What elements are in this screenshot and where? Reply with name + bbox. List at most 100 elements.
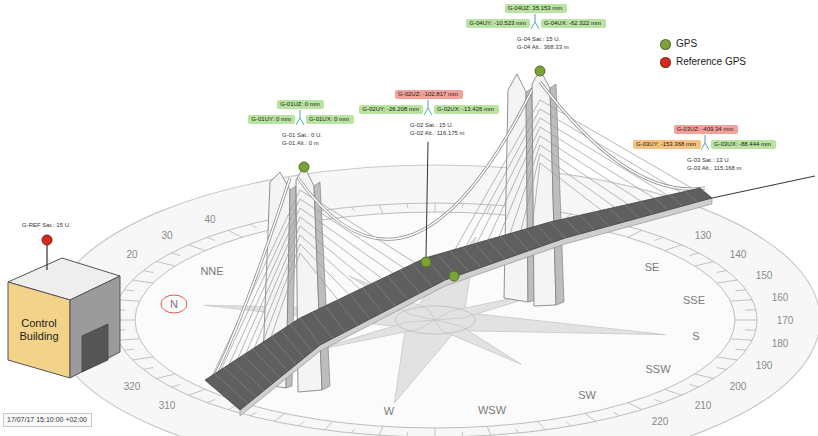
axis-z <box>428 100 429 108</box>
compass-tick <box>250 412 256 416</box>
axis-y <box>531 22 535 29</box>
stay-cable <box>300 235 360 289</box>
control-building <box>8 258 120 378</box>
deck-stripe <box>234 361 265 390</box>
stay-cable <box>532 163 540 227</box>
stay-cable <box>300 217 382 279</box>
compass-tick <box>745 309 756 310</box>
compass-tick <box>118 300 140 302</box>
node-text: G-04UZ: 35.153 mm <box>508 5 564 12</box>
deck-stripe <box>400 270 420 293</box>
gps-marker <box>299 162 309 172</box>
compass-direction: SW <box>578 389 597 401</box>
compass-centre-ring <box>395 306 475 334</box>
status-text: G-01 Sat.: 0 U. <box>282 132 324 139</box>
status-text: G-04 Sat.: 15 U. <box>517 36 562 43</box>
compass-tick <box>124 290 135 291</box>
compass-direction: SE <box>645 261 661 273</box>
deck-stripe <box>413 264 433 287</box>
compass-tick <box>406 432 408 436</box>
compass-degree: 170 <box>777 315 795 326</box>
compass-direction: N <box>170 298 179 310</box>
compass-tick <box>665 245 682 251</box>
compass-tick <box>143 271 153 273</box>
reference-gps <box>42 235 52 270</box>
deck-stripe <box>655 198 668 210</box>
deck-side <box>240 198 712 416</box>
deck-stripe <box>525 229 541 246</box>
stay-cable <box>540 118 668 195</box>
axis-z <box>535 14 536 22</box>
building-side <box>70 276 120 378</box>
reference-gps-marker <box>42 235 52 245</box>
stay-cable <box>510 145 540 234</box>
compass-tick <box>118 339 140 341</box>
stay-cable <box>455 100 540 249</box>
compass-direction: W <box>384 405 396 417</box>
deck-stripe <box>272 337 297 365</box>
compass-tick <box>325 421 333 429</box>
axis-x <box>300 118 304 125</box>
compass-degree: 40 <box>204 214 217 225</box>
deck-stripe <box>475 244 493 264</box>
compass-tick <box>735 320 757 321</box>
compass-tick <box>462 432 464 436</box>
legend-entry: Reference GPS <box>660 56 746 68</box>
displacement-badge: G-03UZ: -409.34 mm <box>674 125 738 134</box>
compass-tick <box>695 262 714 267</box>
compass-tick <box>379 205 383 214</box>
building-door <box>82 324 108 372</box>
compass-scale-ring <box>113 203 757 436</box>
compass-tick <box>188 245 205 251</box>
node-text: Control Building <box>10 317 68 343</box>
compass-ticks <box>113 203 757 436</box>
compass-tick <box>274 414 285 422</box>
displacement-badge: G-04UX: -62.322 mm <box>541 19 606 28</box>
deck-stripe <box>325 306 345 332</box>
road-line <box>712 176 815 198</box>
node-text: G-02UX: -13.426 mm <box>437 106 496 113</box>
displacement-badge: G-02UY: -26.208 mm <box>359 105 423 114</box>
status-text: G-REF Sat.: 15 U. <box>22 222 72 229</box>
compass-tick <box>379 426 383 435</box>
status-text: G-02 Sat.: 15 U. <box>410 122 455 129</box>
displacement-badge: G-02UZ: -102.817 mm <box>395 90 463 99</box>
compass-degree: 150 <box>756 270 774 281</box>
status-text: G-03 Alt.: 115.168 m <box>687 165 743 172</box>
deck-stripe <box>243 355 272 384</box>
main-cable <box>298 90 532 239</box>
compass-tick <box>435 203 436 212</box>
compass-tick <box>156 374 175 379</box>
displacement-badge: G-04UZ: 35.153 mm <box>505 4 567 13</box>
node-text: G-03UY: -153.368 mm <box>636 141 698 148</box>
deck-stripe <box>550 222 565 238</box>
compass-tick <box>566 422 571 426</box>
node-text: G-04UY: -10.523 mm <box>469 20 527 27</box>
deck-stripe <box>300 318 320 345</box>
compass-tick <box>717 368 727 370</box>
gps-marker <box>449 271 459 281</box>
axis-z <box>300 110 301 118</box>
stay-cable <box>499 136 540 237</box>
displacement-badge: G-03UX: -88.444 mm <box>711 140 776 149</box>
deck-stripe <box>363 288 383 313</box>
deck-stripe <box>500 236 517 254</box>
compass-tick <box>299 422 304 426</box>
compass-tick <box>585 414 596 422</box>
node-text: G-02UZ: -102.817 mm <box>398 91 460 98</box>
bridge-deck <box>205 188 712 410</box>
tower-leg-side <box>550 84 564 305</box>
compass-tick <box>538 421 546 429</box>
compass-tick <box>487 426 491 435</box>
legend-text: GPS <box>676 38 697 50</box>
node-text: 17/07/17 15:10:00 +02:00 <box>7 416 88 424</box>
stay-cable <box>488 127 540 240</box>
legend-swatch <box>660 39 671 50</box>
pin-stem <box>46 245 47 270</box>
compass-tick <box>745 329 756 330</box>
stay-cable <box>540 163 602 210</box>
main-cable <box>540 82 705 189</box>
axis-z <box>705 135 706 143</box>
legend-entry: GPS <box>660 38 697 50</box>
compass-tick <box>735 290 746 291</box>
